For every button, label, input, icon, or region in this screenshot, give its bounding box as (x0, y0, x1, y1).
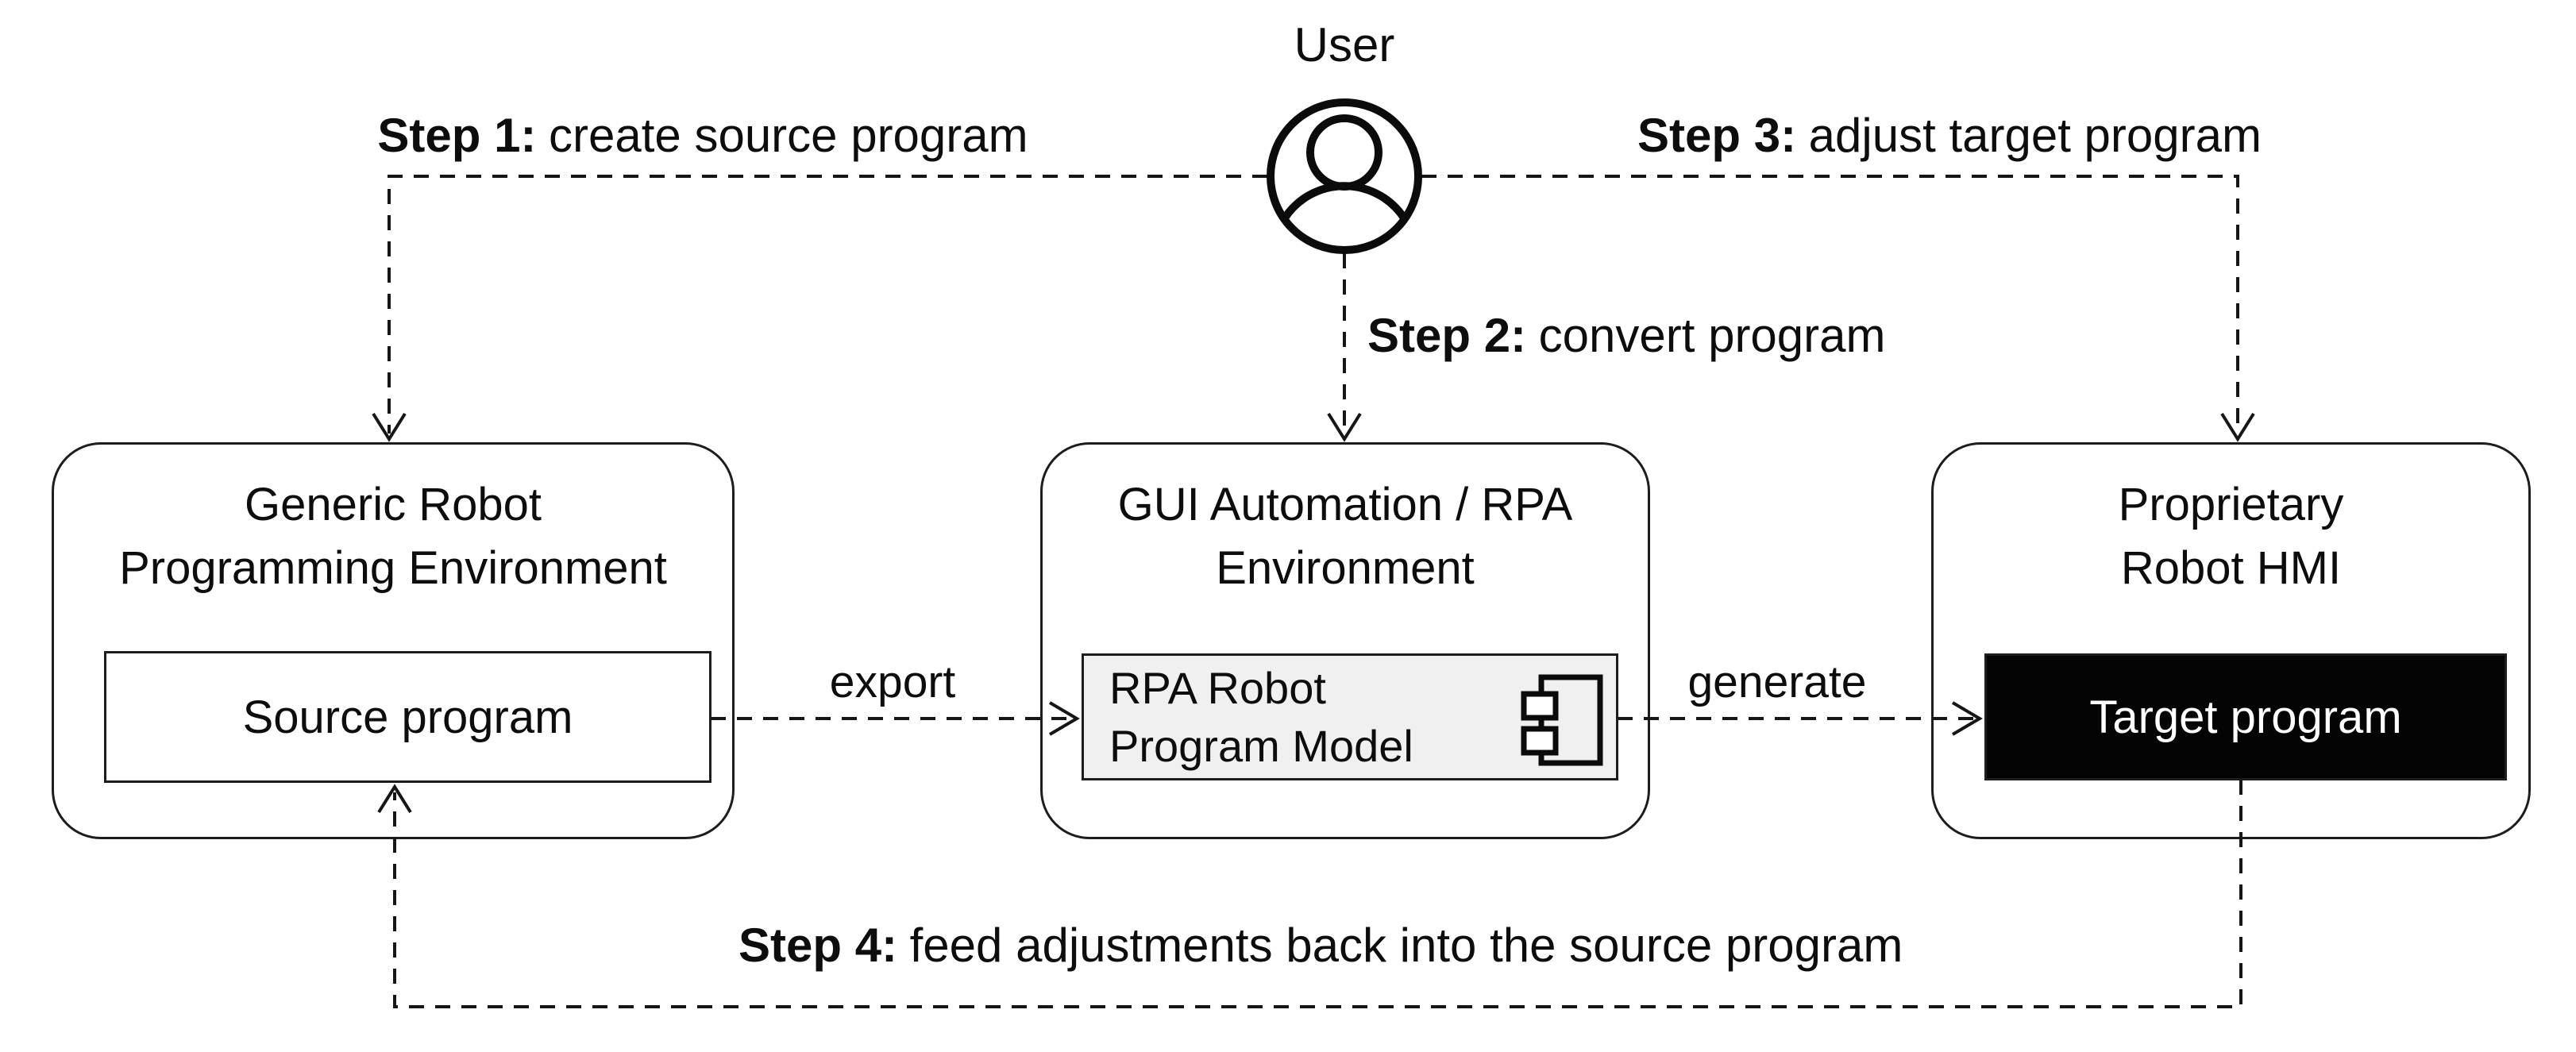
step3-arrowhead-icon (2220, 412, 2255, 442)
step3-text: adjust target program (1808, 109, 2262, 162)
target-program-label: Target program (2089, 691, 2402, 743)
node-title-line1: GUI Automation / RPA (1117, 479, 1573, 530)
uml-component-icon (1521, 674, 1603, 766)
step2-arrowhead-icon (1327, 412, 1362, 442)
export-edge-label: export (829, 657, 956, 707)
step4-prefix: Step 4: (738, 919, 898, 972)
step1-prefix: Step 1: (377, 109, 537, 162)
rpa-model-label-line2: Program Model (1109, 721, 1413, 771)
rpa-model-label-line1: RPA Robot (1109, 663, 1326, 713)
step1-label: Step 1:create source program (377, 110, 1028, 162)
rpa-model-label: RPA Robot Program Model (1084, 659, 1413, 775)
rpa-robot-program-model-box: RPA Robot Program Model (1082, 653, 1618, 780)
node-title-line2: Robot HMI (2120, 542, 2342, 594)
step2-prefix: Step 2: (1367, 309, 1527, 362)
node-title-line1: Generic Robot (245, 479, 542, 530)
node-title: Proprietary Robot HMI (1934, 473, 2528, 600)
step2-text: convert program (1538, 309, 1886, 362)
node-proprietary-robot-hmi: Proprietary Robot HMI Target program (1931, 442, 2531, 839)
step3-label: Step 3:adjust target program (1637, 110, 2262, 162)
node-title-line2: Environment (1216, 542, 1475, 594)
step3-prefix: Step 3: (1637, 109, 1797, 162)
step1-connector (388, 175, 1267, 434)
source-program-label: Source program (242, 691, 573, 743)
step4-label: Step 4:feed adjustments back into the so… (738, 919, 1903, 972)
generate-edge-label: generate (1687, 657, 1867, 707)
step1-arrowhead-icon (372, 412, 407, 442)
node-gui-automation-rpa-environment: GUI Automation / RPA Environment RPA Rob… (1040, 442, 1650, 839)
node-title-line1: Proprietary (2118, 479, 2344, 530)
node-generic-robot-environment: Generic Robot Programming Environment So… (52, 442, 735, 839)
node-title-line2: Programming Environment (119, 542, 667, 594)
node-title: GUI Automation / RPA Environment (1043, 473, 1648, 600)
step4-text: feed adjustments back into the source pr… (909, 919, 1903, 972)
step2-label: Step 2:convert program (1367, 310, 1886, 362)
user-label: User (1294, 18, 1395, 71)
node-title: Generic Robot Programming Environment (54, 473, 732, 600)
target-program-box: Target program (1984, 653, 2507, 780)
step1-text: create source program (549, 109, 1028, 162)
source-program-box: Source program (104, 651, 711, 783)
user-icon (1267, 98, 1422, 254)
step3-connector (1421, 175, 2239, 434)
